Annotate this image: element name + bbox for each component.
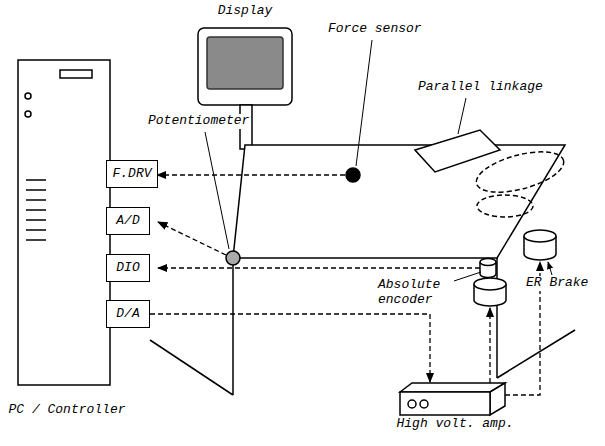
monitor (198, 28, 292, 105)
er-brake (474, 278, 506, 306)
monitor-frame: Display (190, 4, 300, 105)
signal-wire (489, 308, 490, 383)
amplifier-frame: High volt. amp. (392, 380, 518, 432)
linkage-outline (472, 144, 568, 200)
callout-label: Potentiometer (146, 114, 251, 129)
signal-connector (150, 314, 430, 382)
table-plate (233, 145, 565, 258)
absolute-encoder (480, 259, 496, 278)
interface-board: F.DRV (106, 160, 158, 188)
er-brake (524, 230, 556, 260)
leader-line (548, 262, 552, 275)
button (25, 111, 31, 117)
potentiometer (226, 251, 240, 265)
leader-line (458, 98, 466, 134)
node-label: DIO (116, 261, 139, 276)
vent-line (26, 189, 46, 191)
frame (232, 258, 234, 395)
node-label: High volt. amp. (392, 417, 518, 432)
signal-wire (158, 267, 480, 268)
frame (496, 258, 498, 378)
parallel-linkage (415, 130, 500, 172)
force-sensor (346, 168, 360, 182)
vent-line (26, 229, 46, 231)
linkage-outline (477, 195, 533, 217)
drive-slot (60, 70, 92, 78)
callout-label: Force sensor (326, 22, 424, 37)
frame (497, 330, 575, 378)
callout-label: Parallel linkage (416, 80, 545, 95)
pc-frame: PC / Controller (2, 60, 132, 418)
vent-lines (26, 180, 46, 240)
leader-line (356, 40, 372, 166)
node-label: F.DRV (112, 167, 151, 182)
interface-board: D/A (106, 300, 150, 328)
callout-label: ER Brake (524, 276, 590, 291)
vent-line (26, 179, 46, 181)
vent-line (26, 209, 46, 211)
node-label: A/D (116, 214, 139, 229)
pc-tower (18, 60, 110, 385)
leader-line (205, 132, 229, 249)
vent-line (26, 219, 46, 221)
callout-label: Absolute encoder (376, 278, 454, 308)
interface-board: DIO (106, 254, 150, 282)
vent-line (26, 239, 46, 241)
signal-wire (157, 174, 345, 175)
interface-board: A/D (106, 207, 150, 235)
node-label: PC / Controller (2, 403, 132, 418)
node-label: D/A (116, 307, 139, 322)
button (25, 93, 31, 99)
node-label: Display (190, 4, 300, 19)
screen (207, 37, 283, 89)
amplifier (400, 383, 505, 415)
signal-wire (158, 222, 226, 255)
frame (150, 340, 233, 395)
vent-line (26, 199, 46, 201)
